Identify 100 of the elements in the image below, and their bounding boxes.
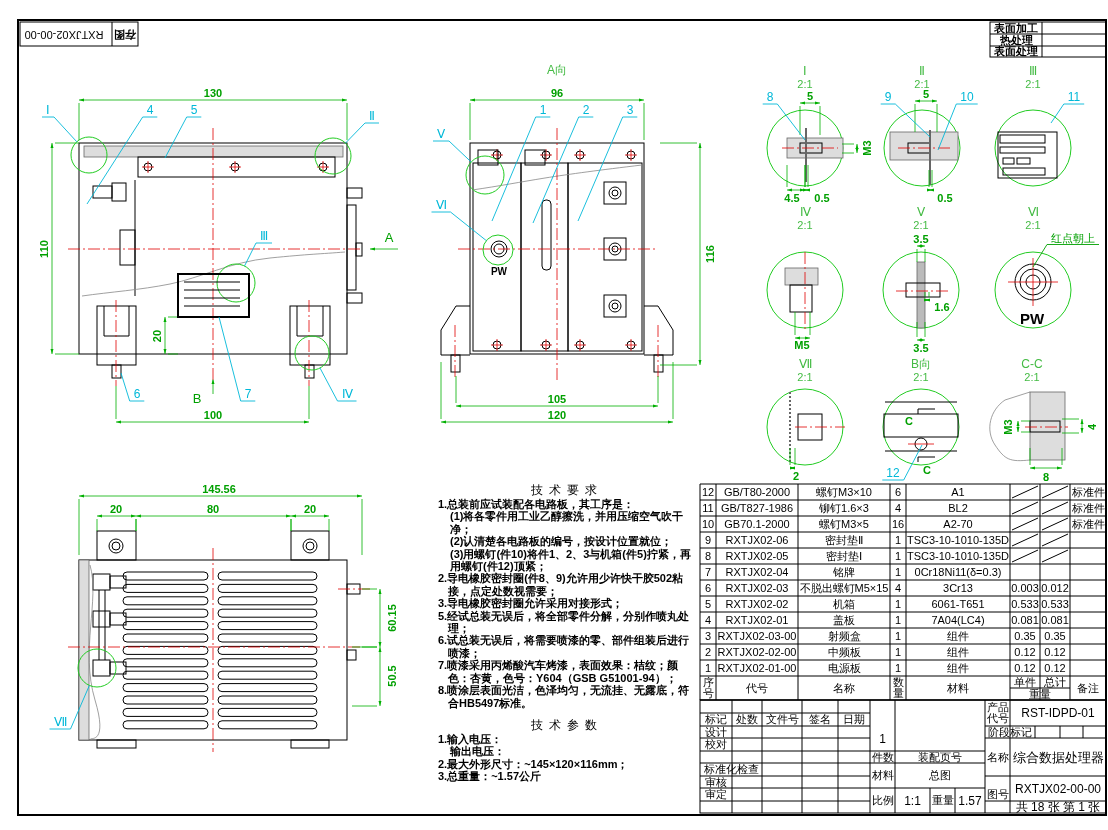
dimension-value: C	[923, 464, 931, 476]
part-name: 铆钉1.6×3	[818, 500, 870, 516]
unit-weight: 0.533	[1010, 596, 1040, 612]
dimension-value: M5	[794, 339, 810, 351]
dimension-value: 0.5	[814, 192, 830, 204]
note-text: (3)用螺钉(件10)将件1、2、3与机箱(件5)拧紧，再用螺钉(件12)顶紧；	[450, 547, 692, 573]
scale-label: 2:1	[797, 78, 813, 90]
dimension-value: 130	[203, 87, 223, 99]
section-heading: 技术要求	[530, 482, 604, 498]
field-label: 日期	[842, 713, 866, 726]
dimension-value: 8	[1042, 471, 1050, 483]
view-title: C-C	[1021, 358, 1043, 370]
callout-number: Ⅲ	[256, 229, 272, 243]
column-header: 材料	[946, 680, 970, 696]
note-text: 3.导电橡胶密封圈允许采用对接形式；	[438, 597, 625, 610]
quantity: 1	[893, 644, 903, 660]
note-text: 5.经试总装无误后，将全部零件分解，分别作喷丸处理；	[438, 609, 691, 635]
remark: 标准件	[1070, 516, 1106, 532]
part-code: RXTJX02-02	[724, 596, 790, 612]
field-label: 存图	[114, 28, 136, 40]
field-label: 校对	[704, 738, 728, 751]
detail-circle	[294, 335, 330, 371]
part-code: RXTJX02-04	[724, 564, 790, 580]
column-header: 名称	[832, 680, 856, 696]
field-value: RST-IDPD-01	[1020, 705, 1096, 722]
part-code: RXTJX02-03-00	[716, 628, 798, 644]
note-text: 6.试总装无误后，将需要喷漆的零、部件组装后进行喷漆；	[438, 634, 691, 660]
row-number: 3	[703, 628, 713, 644]
scale-label: 2:1	[913, 219, 929, 231]
dimension-value: 5	[922, 88, 930, 100]
material: 组件	[946, 644, 970, 660]
leader-line	[244, 242, 273, 267]
row-number: 9	[703, 532, 713, 548]
leader-line	[432, 140, 472, 163]
part-code: RXTJX02-02-00	[716, 644, 798, 660]
dimension-value: 50.5	[386, 665, 398, 687]
part-name: 电源板	[826, 660, 862, 676]
view-title: A向	[547, 64, 567, 76]
material: 组件	[946, 660, 970, 676]
scale-label: 2:1	[797, 219, 813, 231]
note-text: 8.喷涂层表面光洁，色泽均匀，无流挂、无露底，符合HB5497标准。	[438, 684, 691, 709]
quantity: 1	[893, 612, 903, 628]
quantity: 6	[893, 484, 903, 500]
dimension-value: 120	[547, 409, 567, 421]
row-number: 8	[703, 548, 713, 564]
field-label: 标记	[704, 713, 728, 726]
quantity: 1	[893, 660, 903, 676]
part-name: 密封垫Ⅰ	[825, 548, 863, 564]
detail-circle	[314, 137, 352, 175]
part-code: GB70.1-2000	[723, 516, 791, 532]
field-label: 设计	[704, 726, 728, 738]
scale-label: 2:1	[1025, 78, 1041, 90]
total-weight: 0.081	[1040, 612, 1070, 628]
detail-circle	[77, 648, 117, 688]
note-text: (2)认清楚各电路板的编号，按设计位置就位；	[449, 535, 674, 548]
unit-weight: 0.35	[1013, 628, 1037, 644]
field-label: 处数	[735, 713, 759, 726]
dimension-value: 96	[550, 87, 564, 99]
callout-number: 1	[535, 103, 551, 117]
callout-number: 7	[240, 387, 256, 401]
field-label: 重量	[930, 793, 955, 808]
dimension-value: 80	[206, 503, 220, 515]
leader-line	[1032, 244, 1100, 268]
dimension-value: 145.56	[202, 483, 236, 495]
material: 0Cr18Ni11(δ=0.3)	[913, 564, 1003, 580]
note-text: 2.最大外形尺寸：~145×120×116mm；	[438, 757, 630, 771]
dimension-value: 20	[151, 329, 163, 343]
field-label: 名称	[985, 749, 1010, 765]
column-header: 代号	[745, 680, 769, 696]
callout-number: Ⅵ	[431, 198, 451, 212]
quantity: 1	[893, 628, 903, 644]
callout-number: 8	[762, 90, 778, 104]
field-label: 表面处理	[994, 45, 1038, 57]
callout-number: Ⅴ	[433, 127, 449, 141]
field-value: RXTJX02-00-00	[1013, 780, 1102, 798]
total-weight: 0.35	[1043, 628, 1067, 644]
part-name: 机箱	[832, 596, 856, 612]
field-label: 审定	[704, 788, 728, 801]
detail-circle	[70, 136, 108, 174]
quantity: 1	[893, 532, 903, 548]
dimension-value: 100	[203, 409, 223, 421]
column-header: 数量	[891, 676, 905, 700]
dimension-value: 3.5	[913, 233, 929, 245]
field-label: 标准化检查	[702, 763, 760, 776]
part-code: RXTJX02-01-00	[716, 660, 798, 676]
row-number: 4	[703, 612, 713, 628]
part-name: 不脱出螺钉M5×15	[798, 580, 890, 596]
material: 6061-T651	[930, 596, 986, 612]
note-text: 1.总装前应试装配各电路板，其工序是：	[438, 498, 635, 511]
field-value: 共 18 张 第 1 张	[1014, 801, 1102, 813]
material: 3Cr13	[942, 580, 974, 596]
part-name: 螺钉M3×10	[815, 484, 873, 500]
dimension-value: M3	[861, 140, 873, 156]
view-title: Ⅲ	[1029, 65, 1037, 77]
note-text: 2.导电橡胶密封圈(件8、9)允许用少许快干胶502粘接，点定处数视需要；	[438, 572, 685, 598]
nameplate-drawing	[177, 273, 250, 318]
dimension-value: 20	[303, 503, 317, 515]
unit-weight: 0.12	[1013, 660, 1037, 676]
leader-line	[41, 116, 78, 143]
column-header: 单件	[1013, 676, 1037, 688]
